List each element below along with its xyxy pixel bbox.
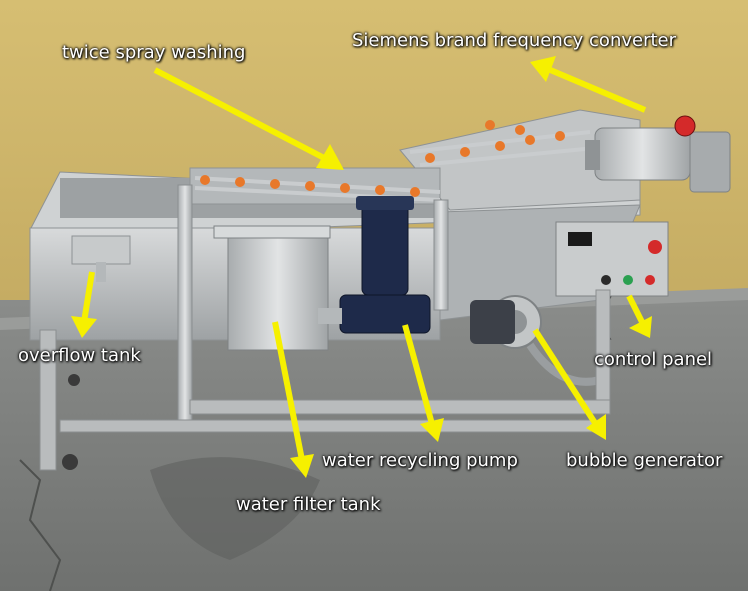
floor xyxy=(0,300,748,591)
label-bubble-generator: bubble generator xyxy=(566,450,723,471)
floor-crack xyxy=(19,459,62,591)
label-frequency-converter: Siemens brand frequency converter xyxy=(352,30,677,51)
arrow-pump xyxy=(402,324,444,442)
control-panel-box xyxy=(555,221,669,341)
arrow-converter xyxy=(530,56,647,113)
arrow-filter xyxy=(272,321,314,478)
label-twice-spray-washing: twice spray washing xyxy=(62,42,246,63)
annotation-arrows xyxy=(71,56,652,478)
motor-assembly xyxy=(585,115,731,193)
overflow-pipe xyxy=(96,262,106,282)
label-overflow-tank: overflow tank xyxy=(18,345,141,366)
inlet-pipe xyxy=(177,184,193,431)
arrow-bubble xyxy=(532,328,606,440)
label-water-recycling-pump: water recycling pump xyxy=(322,450,518,471)
overflow-tank xyxy=(71,235,131,265)
arrow-control xyxy=(626,294,652,338)
spray-bars xyxy=(194,120,596,202)
wheels xyxy=(62,374,80,470)
support-frame xyxy=(39,289,611,471)
pipe-right xyxy=(433,199,449,311)
label-control-panel: control panel xyxy=(594,349,713,370)
arrow-spray xyxy=(153,67,344,170)
wet-stain xyxy=(150,457,320,560)
water-recycling-pump-body xyxy=(318,196,431,334)
arrow-overflow xyxy=(71,271,97,338)
label-water-filter-tank: water filter tank xyxy=(236,494,381,515)
